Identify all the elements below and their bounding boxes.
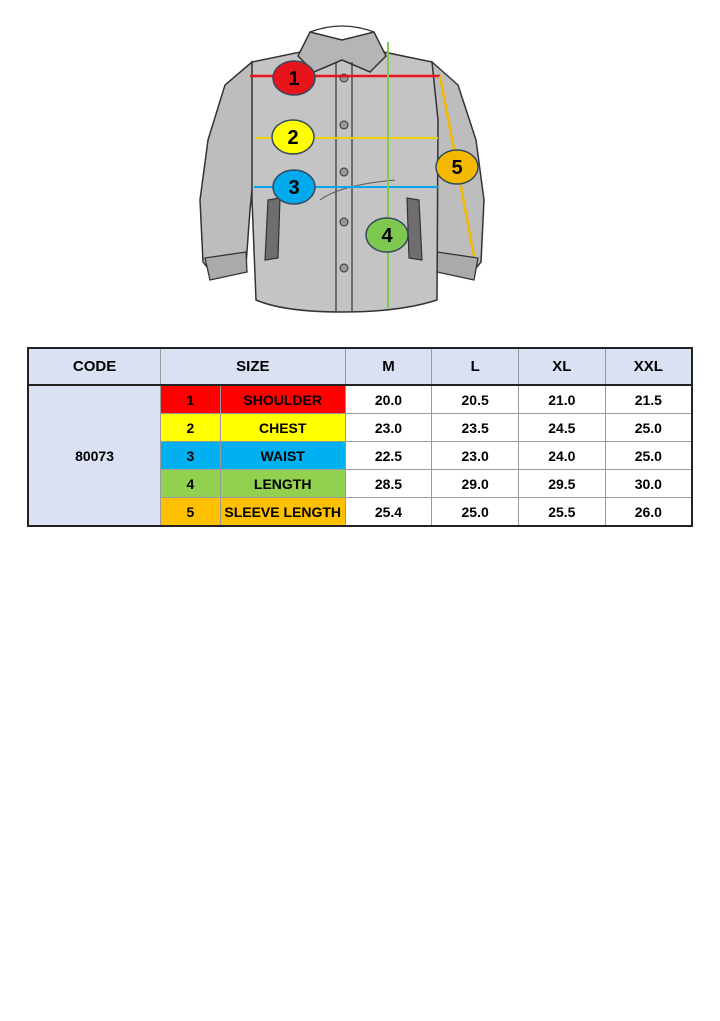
value-cell: 30.0 (604, 469, 693, 498)
left-pocket (264, 197, 281, 261)
marker-2: 2 (271, 119, 315, 155)
value-cell: 22.5 (344, 441, 433, 470)
svg-text:1: 1 (288, 68, 299, 90)
code-header: CODE (27, 347, 162, 386)
size-chart-table: CODE SIZE M L XL XXL 80073 1 SHOULDER 20… (27, 347, 693, 527)
row-label: LENGTH (219, 469, 346, 498)
table-row: 4 LENGTH 28.5 29.0 29.5 30.0 (28, 469, 693, 498)
size-m-header: M (344, 347, 433, 386)
marker-4: 4 (365, 217, 409, 253)
value-cell: 24.5 (518, 413, 606, 442)
row-number: 5 (160, 497, 221, 527)
button (339, 263, 349, 273)
value-cell: 25.0 (604, 413, 693, 442)
value-cell: 29.0 (431, 469, 519, 498)
row-label: WAIST (219, 441, 346, 470)
table-row: 2 CHEST 23.0 23.5 24.5 25.0 (28, 413, 693, 442)
row-label: SLEEVE LENGTH (219, 497, 346, 527)
row-label: SHOULDER (219, 384, 346, 414)
row-number: 4 (160, 469, 221, 498)
product-code: 80073 (27, 384, 162, 527)
shirt-diagram: 1 2 3 4 5 (199, 25, 485, 313)
row-number: 3 (160, 441, 221, 470)
value-cell: 20.0 (344, 384, 433, 414)
value-cell: 29.5 (518, 469, 606, 498)
marker-3: 3 (272, 169, 316, 205)
row-number: 1 (160, 384, 221, 414)
svg-text:5: 5 (451, 157, 462, 179)
svg-text:3: 3 (288, 177, 299, 199)
value-cell: 25.5 (518, 497, 606, 527)
value-cell: 25.0 (604, 441, 693, 470)
size-xxl-header: XXL (604, 347, 693, 386)
button (339, 217, 349, 227)
left-cuff (204, 251, 248, 281)
value-cell: 21.0 (518, 384, 606, 414)
right-pocket (406, 197, 423, 261)
table-row: 80073 1 SHOULDER 20.0 20.5 21.0 21.5 (27, 384, 693, 527)
svg-text:4: 4 (381, 225, 393, 247)
value-cell: 26.0 (604, 497, 693, 527)
header-row: CODE SIZE M L XL XXL (27, 347, 693, 386)
left-sleeve (199, 60, 257, 274)
value-cell: 28.5 (344, 469, 433, 498)
value-cell: 23.5 (431, 413, 519, 442)
value-cell: 24.0 (518, 441, 606, 470)
row-label: CHEST (219, 413, 346, 442)
size-header: SIZE (160, 347, 346, 386)
row-number: 2 (160, 413, 221, 442)
value-cell: 20.5 (431, 384, 519, 414)
size-xl-header: XL (518, 347, 606, 386)
value-cell: 21.5 (604, 384, 693, 414)
table-row: 5 SLEEVE LENGTH 25.4 25.0 25.5 26.0 (28, 497, 693, 527)
svg-text:2: 2 (287, 127, 298, 149)
value-cell: 25.0 (431, 497, 519, 527)
value-cell: 23.0 (431, 441, 519, 470)
value-cell: 23.0 (344, 413, 433, 442)
button (339, 167, 349, 177)
marker-1: 1 (272, 60, 316, 96)
collar (297, 31, 387, 73)
marker-5: 5 (435, 149, 479, 185)
button (339, 120, 349, 130)
size-l-header: L (431, 347, 519, 386)
table-row: 3 WAIST 22.5 23.0 24.0 25.0 (28, 441, 693, 470)
value-cell: 25.4 (344, 497, 433, 527)
